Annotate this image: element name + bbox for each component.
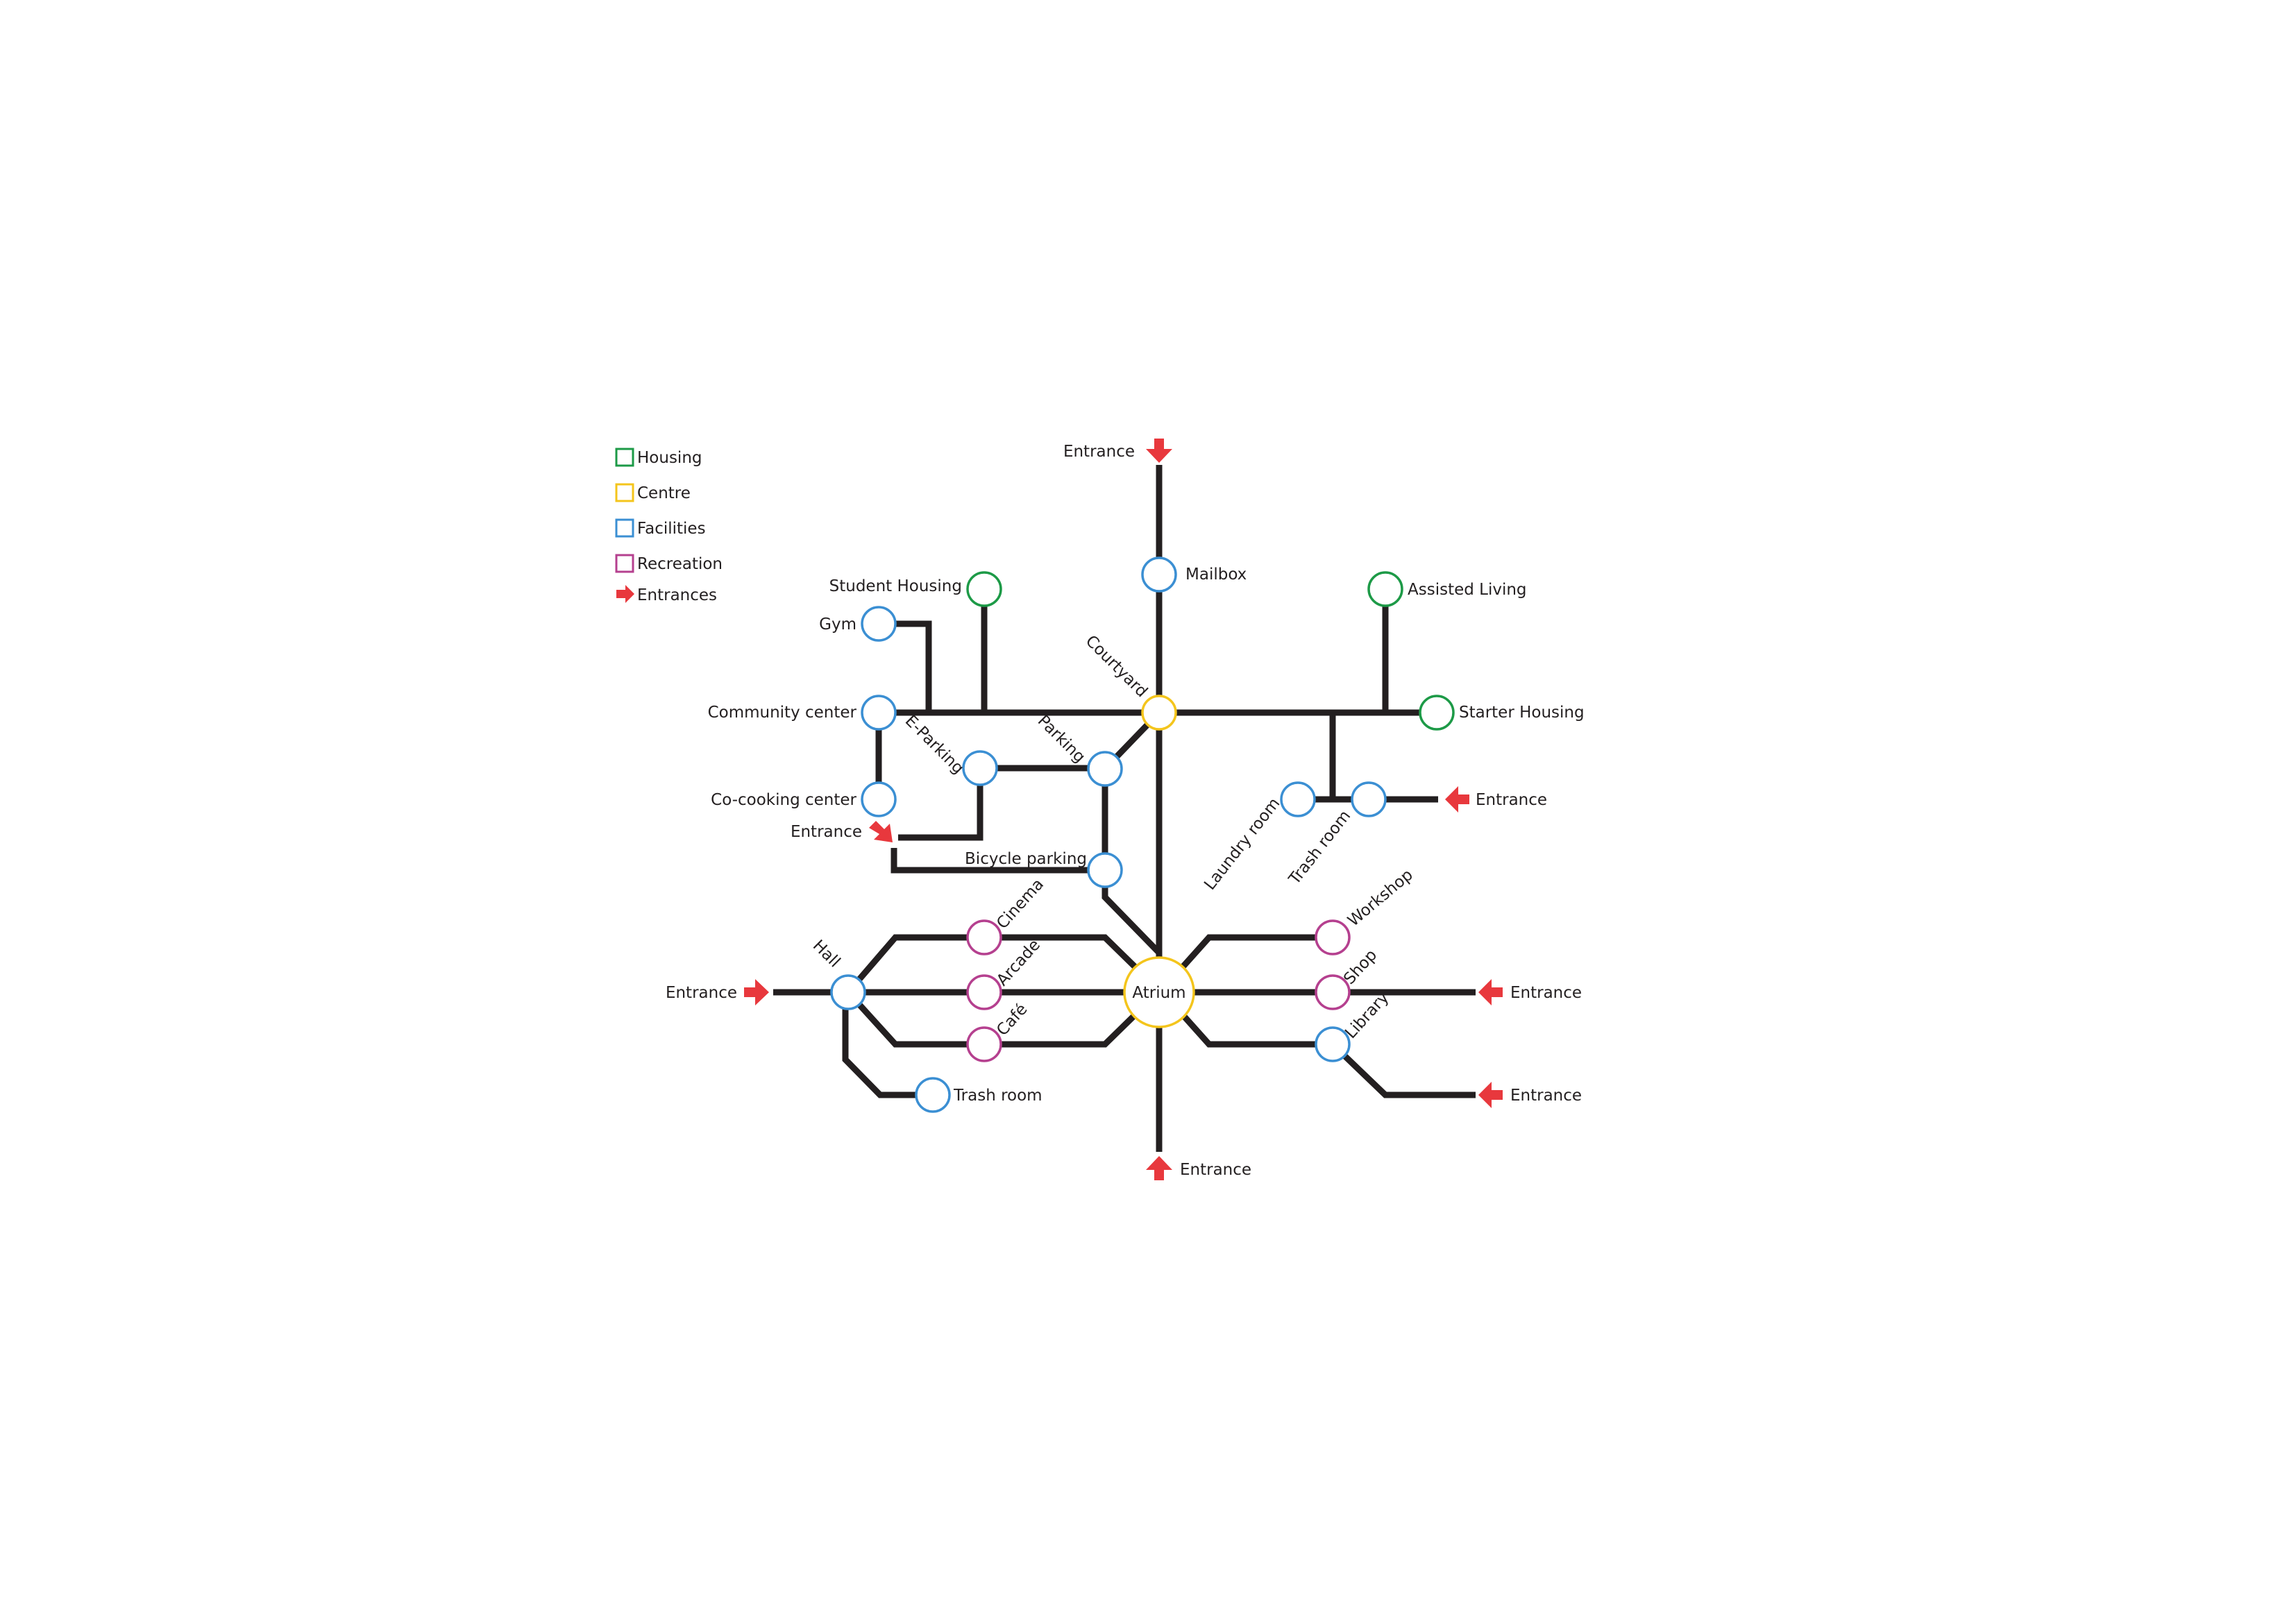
- legend-housing-swatch: [615, 448, 634, 467]
- hall-label: Hall: [809, 937, 844, 971]
- node-atrium[interactable]: [1123, 956, 1195, 1028]
- node-trash-room-bottom[interactable]: [915, 1077, 951, 1113]
- node-trash-room-top[interactable]: [1351, 781, 1387, 817]
- cinema-label: Cinema: [993, 875, 1047, 933]
- legend-housing-label: Housing: [637, 449, 702, 467]
- assisted-living-label: Assisted Living: [1408, 581, 1527, 599]
- legend-centre-label: Centre: [637, 484, 691, 502]
- legend: Housing Centre Facilities Recreation Ent…: [615, 448, 723, 604]
- node-assisted-living[interactable]: [1367, 571, 1403, 607]
- node-library[interactable]: [1315, 1026, 1351, 1062]
- legend-entrances-label: Entrances: [637, 586, 717, 604]
- line-eparking-entrance: [898, 768, 984, 841]
- entrance-left-hall-label: Entrance: [666, 984, 737, 1002]
- node-e-parking[interactable]: [962, 750, 998, 786]
- legend-entrance-arrow-icon: [616, 585, 634, 603]
- node-bicycle-parking[interactable]: [1087, 852, 1123, 888]
- starter-housing-label: Starter Housing: [1459, 704, 1585, 722]
- legend-recreation-swatch: [615, 554, 634, 573]
- workshop-label: Workshop: [1344, 866, 1417, 931]
- entrance-right-upper-arrow-icon: [1445, 786, 1469, 813]
- entrance-right-library-label: Entrance: [1510, 1087, 1582, 1105]
- line-gym: [888, 620, 932, 713]
- node-arcade[interactable]: [966, 974, 1002, 1010]
- entrance-left-hall-arrow-icon: [744, 979, 769, 1005]
- legend-recreation-label: Recreation: [637, 555, 723, 573]
- entrance-right-library-arrow-icon: [1478, 1082, 1503, 1108]
- trash-room-bottom-label: Trash room: [953, 1087, 1043, 1105]
- node-laundry-room[interactable]: [1280, 781, 1316, 817]
- line-hall-trash: [842, 992, 930, 1098]
- node-co-cooking-center[interactable]: [861, 781, 897, 817]
- node-mailbox[interactable]: [1141, 556, 1177, 593]
- entrance-top-label: Entrance: [1063, 443, 1135, 461]
- legend-facilities-swatch: [615, 518, 634, 538]
- mailbox-label: Mailbox: [1185, 566, 1247, 584]
- trash-room-top-label: Trash room: [1285, 807, 1355, 888]
- node-student-housing[interactable]: [966, 571, 1002, 607]
- entrance-left-upper-arrow-icon: [869, 821, 893, 842]
- entrance-bottom-arrow-icon: [1146, 1156, 1172, 1180]
- entrance-top-arrow-icon: [1146, 439, 1172, 463]
- nodes: [830, 556, 1455, 1113]
- node-workshop[interactable]: [1315, 919, 1351, 955]
- line-parking-branch: [1101, 710, 1162, 955]
- node-starter-housing[interactable]: [1419, 695, 1455, 731]
- entrance-arrows: [744, 439, 1503, 1180]
- line-bicycle: [890, 848, 1105, 874]
- entrance-left-upper-label: Entrance: [791, 823, 862, 841]
- atrium-label: Atrium: [1132, 984, 1185, 1002]
- shop-label: Shop: [1340, 946, 1381, 988]
- entrance-right-upper-label: Entrance: [1476, 791, 1547, 809]
- student-housing-label: Student Housing: [829, 577, 962, 595]
- arcade-label: Arcade: [993, 936, 1044, 989]
- node-courtyard[interactable]: [1141, 695, 1177, 731]
- entrance-bottom-label: Entrance: [1180, 1161, 1251, 1179]
- node-cinema[interactable]: [966, 919, 1002, 955]
- bicycle-parking-label: Bicycle parking: [965, 850, 1087, 868]
- line-workshop-row: [1177, 934, 1333, 972]
- gym-label: Gym: [819, 615, 856, 634]
- labels: Entrance Mailbox Student Housing Gym Ass…: [666, 443, 1585, 1179]
- parking-label: Parking: [1034, 712, 1089, 767]
- cafe-label: Café: [993, 1001, 1031, 1039]
- node-hall[interactable]: [830, 974, 866, 1010]
- entrance-right-shop-arrow-icon: [1478, 979, 1503, 1005]
- node-cafe[interactable]: [966, 1026, 1002, 1062]
- co-cooking-center-label: Co-cooking center: [711, 791, 856, 809]
- e-parking-label: E-Parking: [902, 712, 968, 778]
- legend-facilities-label: Facilities: [637, 520, 706, 538]
- node-shop[interactable]: [1315, 974, 1351, 1010]
- node-gym[interactable]: [861, 606, 897, 642]
- laundry-room-label: Laundry room: [1201, 794, 1283, 894]
- entrance-right-shop-label: Entrance: [1510, 984, 1582, 1002]
- node-parking[interactable]: [1087, 751, 1123, 787]
- node-community-center[interactable]: [861, 695, 897, 731]
- community-center-label: Community center: [708, 704, 857, 722]
- courtyard-label: Courtyard: [1082, 632, 1151, 701]
- legend-centre-swatch: [615, 483, 634, 502]
